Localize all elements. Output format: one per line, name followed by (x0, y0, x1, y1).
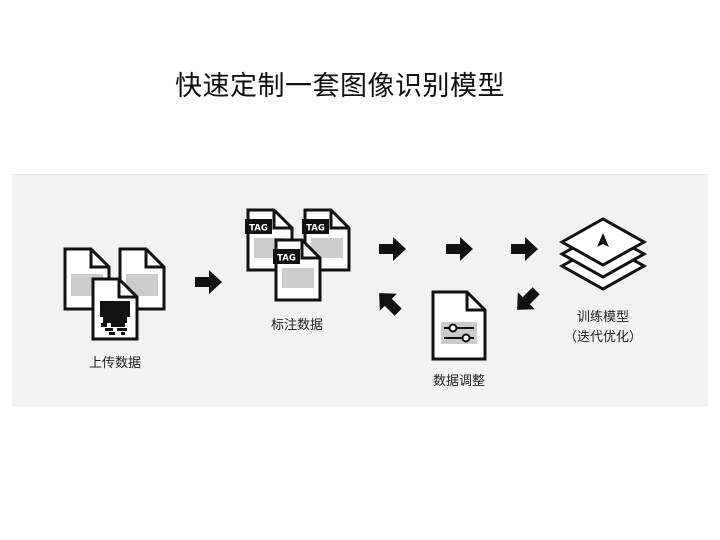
upload-data-icon (63, 247, 166, 341)
annotate-data-label: 标注数据 (270, 318, 323, 333)
arrow-right-icon (195, 270, 222, 294)
upload-data-label: 上传数据 (88, 356, 141, 371)
arrow-right-icon (511, 237, 538, 261)
page-title: 快速定制一套图像识别模型 (175, 71, 505, 102)
tag-label: TAG (249, 224, 268, 234)
tag-label: TAG (277, 254, 296, 264)
train-model-title: 训练模型 (576, 310, 629, 325)
train-model-label: 训练模型 （迭代优化） (550, 308, 656, 347)
arrow-down-left-icon (508, 282, 545, 319)
data-adjust-label: 数据调整 (432, 374, 485, 389)
tagged-data-icon: TAG TAG TAG (245, 208, 351, 302)
model-layers-icon (558, 217, 648, 291)
train-model-subtitle: （迭代优化） (563, 329, 642, 345)
arrow-right-icon (446, 237, 473, 261)
arrow-right-icon (379, 237, 406, 261)
navigation-pointer-icon (597, 233, 609, 247)
data-adjust-icon (431, 290, 487, 361)
tag-label: TAG (306, 224, 325, 234)
arrow-up-left-icon (370, 284, 407, 321)
